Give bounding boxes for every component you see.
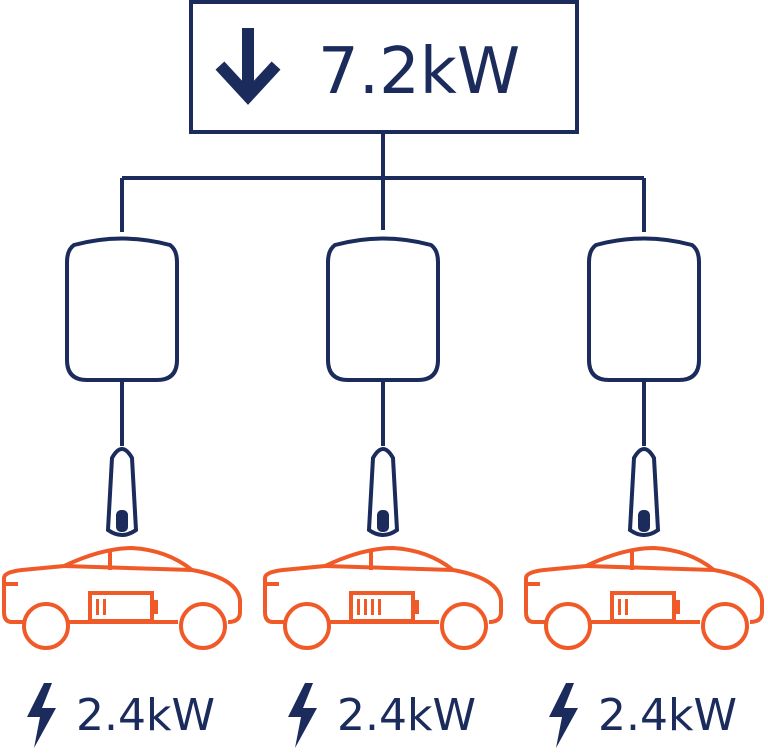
car-icon <box>2 545 242 650</box>
plug-icon <box>105 447 139 537</box>
wallbox-icon <box>326 236 440 382</box>
charger-power-value: 2.4kW <box>337 690 476 741</box>
battery-icon <box>610 591 680 623</box>
battery-level-bar <box>103 599 106 615</box>
plug-icon <box>366 447 400 537</box>
charger-group-2: 2.4kW <box>263 236 503 748</box>
supply-box: 7.2kW <box>189 0 579 134</box>
battery-level-bar <box>96 599 99 615</box>
supply-value: 7.2kW <box>318 35 520 109</box>
distribution-lines <box>120 132 646 232</box>
battery-level-bar <box>378 599 381 615</box>
charger-power-label: 2.4kW <box>549 683 737 748</box>
charger-group-1: 2.4kW <box>2 236 242 748</box>
battery-icon <box>349 591 419 623</box>
battery-level-bar <box>618 599 621 615</box>
battery-icon <box>88 591 158 623</box>
charger-power-value: 2.4kW <box>76 690 215 741</box>
charger-power-label: 2.4kW <box>27 683 215 748</box>
battery-level-bar <box>371 599 374 615</box>
wallbox-icon <box>587 236 701 382</box>
arrow-down-icon <box>215 28 281 105</box>
charger-group-3: 2.4kW <box>524 236 764 748</box>
lightning-bolt-icon <box>549 683 578 748</box>
car-icon <box>524 545 764 650</box>
wallbox-icon <box>65 236 179 382</box>
plug-icon <box>627 447 661 537</box>
battery-level-bar <box>364 599 367 615</box>
lightning-bolt-icon <box>27 683 56 748</box>
battery-level-bar <box>625 599 628 615</box>
car-icon <box>263 545 503 650</box>
battery-level-bar <box>357 599 360 615</box>
lightning-bolt-icon <box>288 683 317 748</box>
charger-power-value: 2.4kW <box>598 690 737 741</box>
charger-power-label: 2.4kW <box>288 683 476 748</box>
